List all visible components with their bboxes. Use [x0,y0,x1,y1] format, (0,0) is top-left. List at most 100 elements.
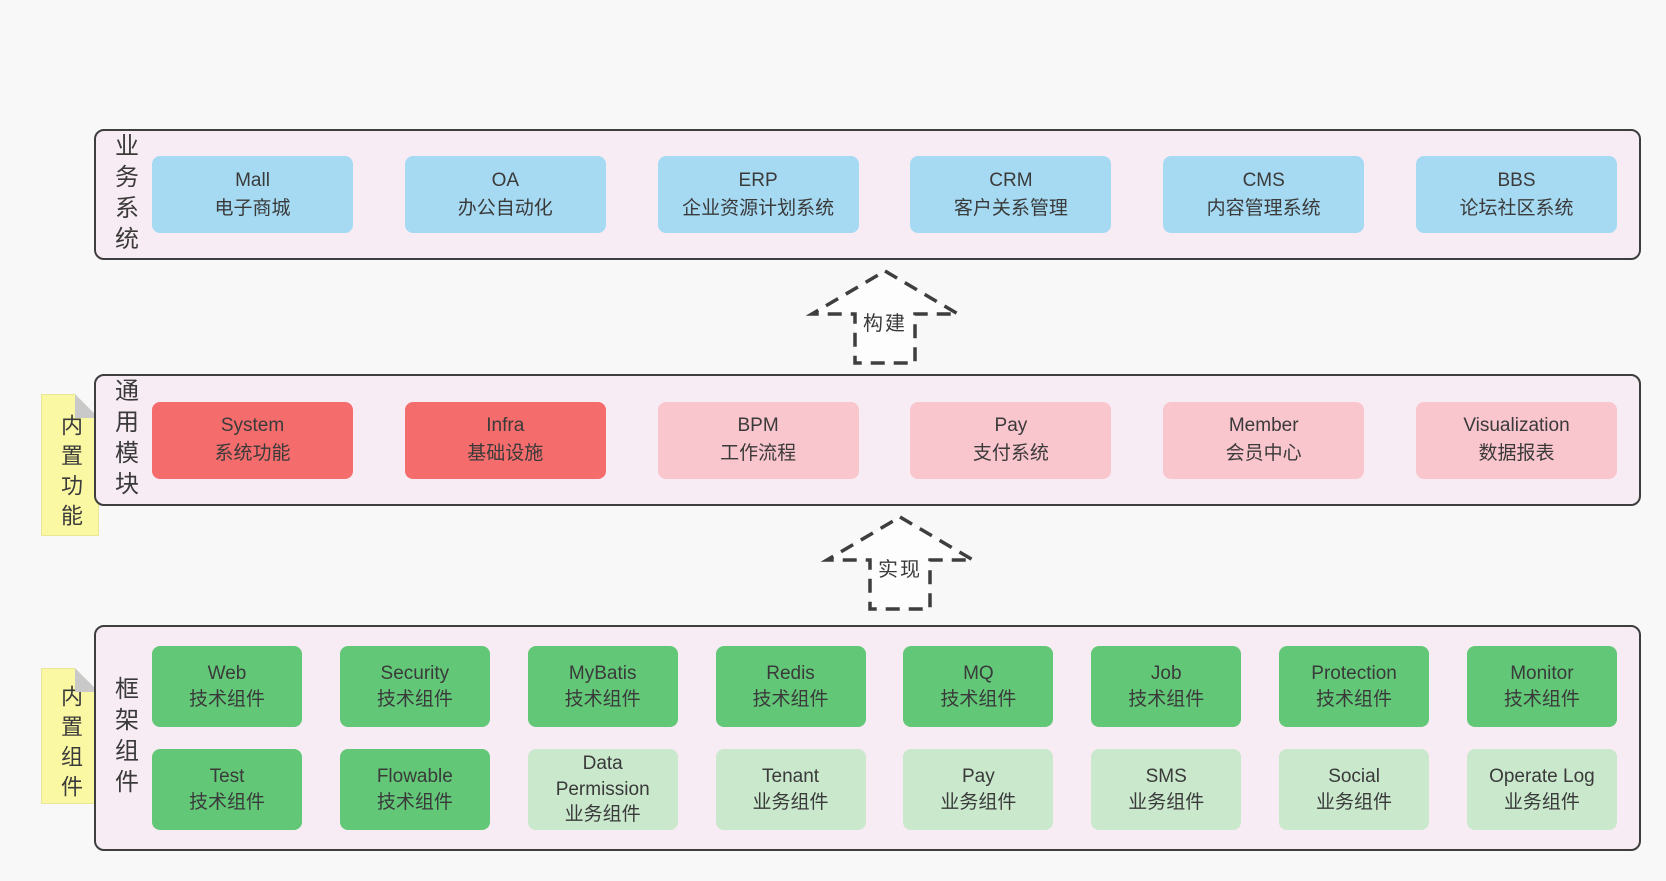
node-bpm: BPM 工作流程 [657,401,859,479]
build-arrow-label: 构建 [860,306,910,337]
node-title: Member [1228,415,1299,437]
node-infra: Infra 基础设施 [404,401,606,479]
node-title: Infra [486,415,525,437]
node-subtitle: 企业资源计划系统 [682,197,835,219]
build-arrow: 构建 [800,266,970,366]
node-title: SMS [1145,765,1187,787]
node-title: Mall [235,169,270,191]
framework-component-rows: Web 技术组件 Security 技术组件 MyBatis 技术组件 Redi… [152,646,1639,830]
node-sms: SMS 业务组件 [1091,749,1242,830]
layer-common-label: 通用模块 [110,378,138,502]
sticky-label: 内置组件 [58,685,83,805]
node-subtitle: 业务组件 [564,804,641,826]
tech-components-row: Web 技术组件 Security 技术组件 MyBatis 技术组件 Redi… [152,646,1617,727]
node-title: Test [209,765,245,787]
node-title: BBS [1497,169,1536,191]
business-boxes: Mall 电子商城 OA 办公自动化 ERP 企业资源计划系统 CRM 客户关系… [152,156,1639,233]
node-title: MQ [963,662,994,684]
node-title: Data Permission [555,753,650,800]
node-erp: ERP 企业资源计划系统 [657,156,859,233]
layer-framework-components: 框架组件 Web 技术组件 Security 技术组件 MyBatis 技术组件… [94,625,1641,851]
node-subtitle: 技术组件 [940,688,1017,710]
node-title: BPM [737,415,779,437]
node-subtitle: 基础设施 [467,443,544,464]
node-bbs: BBS 论坛社区系统 [1415,156,1617,233]
implement-arrow-label: 实现 [875,552,925,583]
sticky-note-built-in-functions: 内置功能 [41,394,99,536]
node-operate-log: Operate Log 业务组件 [1466,749,1617,830]
node-title: Flowable [376,765,453,787]
node-redis: Redis 技术组件 [715,646,866,727]
node-title: CMS [1242,169,1285,191]
node-crm: CRM 客户关系管理 [910,156,1112,233]
node-title: MyBatis [568,662,637,684]
node-pay: Pay 支付系统 [910,401,1112,479]
node-flowable: Flowable 技术组件 [339,749,490,830]
layer-framework-label: 框架组件 [110,676,138,800]
sticky-label: 内置功能 [58,414,83,534]
node-subtitle: 技术组件 [1503,688,1580,710]
node-pay-component: Pay 业务组件 [903,749,1054,830]
node-subtitle: 技术组件 [1128,688,1205,710]
node-social: Social 业务组件 [1279,749,1430,830]
node-subtitle: 技术组件 [188,791,265,813]
common-module-boxes: System 系统功能 Infra 基础设施 BPM 工作流程 Pay 支付系统… [152,401,1639,479]
node-subtitle: 技术组件 [188,688,265,710]
node-subtitle: 电子商城 [214,197,291,219]
node-subtitle: 客户关系管理 [953,197,1068,219]
node-test: Test 技术组件 [152,749,302,830]
node-subtitle: 业务组件 [940,791,1017,813]
node-subtitle: 技术组件 [376,791,453,813]
node-subtitle: 业务组件 [1503,791,1580,813]
layer-business-label: 业务系统 [110,132,138,257]
node-title: Protection [1311,662,1397,684]
biz-components-row: Test 技术组件 Flowable 技术组件 Data Permission … [152,749,1617,830]
node-subtitle: 办公自动化 [457,197,553,219]
node-title: Social [1328,765,1380,787]
layer-common-modules: 通用模块 System 系统功能 Infra 基础设施 BPM 工作流程 Pay… [94,374,1641,506]
node-title: CRM [989,169,1033,191]
layer-business-systems: 业务系统 Mall 电子商城 OA 办公自动化 ERP 企业资源计划系统 CRM… [94,129,1641,260]
node-title: Web [207,662,247,684]
node-subtitle: 技术组件 [752,688,829,710]
node-protection: Protection 技术组件 [1279,646,1430,727]
node-subtitle: 技术组件 [564,688,641,710]
node-system: System 系统功能 [152,401,353,479]
node-mybatis: MyBatis 技术组件 [527,646,678,727]
node-security: Security 技术组件 [339,646,490,727]
node-title: Pay [962,765,995,787]
node-title: Job [1150,662,1182,684]
node-title: ERP [738,169,778,191]
node-title: OA [491,169,520,191]
node-subtitle: 支付系统 [972,443,1049,464]
node-subtitle: 技术组件 [1316,688,1393,710]
node-subtitle: 数据报表 [1478,443,1555,464]
node-title: System [220,415,285,437]
node-tenant: Tenant 业务组件 [715,749,866,830]
node-subtitle: 技术组件 [376,688,453,710]
node-subtitle: 工作流程 [720,443,797,464]
node-title: Visualization [1463,415,1570,437]
node-mq: MQ 技术组件 [903,646,1054,727]
sticky-note-built-in-components: 内置组件 [41,668,99,805]
implement-arrow: 实现 [815,512,985,612]
node-title: Monitor [1510,662,1574,684]
node-mall: Mall 电子商城 [152,156,353,233]
node-subtitle: 业务组件 [752,791,829,813]
node-title: Operate Log [1489,765,1595,787]
node-subtitle: 系统功能 [214,443,291,464]
node-subtitle: 会员中心 [1225,443,1302,464]
node-data-permission: Data Permission 业务组件 [527,749,678,830]
node-web: Web 技术组件 [152,646,302,727]
node-job: Job 技术组件 [1091,646,1242,727]
node-title: Tenant [762,765,820,787]
node-cms: CMS 内容管理系统 [1163,156,1365,233]
node-oa: OA 办公自动化 [404,156,606,233]
node-title: Security [380,662,450,684]
node-visualization: Visualization 数据报表 [1415,401,1617,479]
node-subtitle: 论坛社区系统 [1459,197,1574,219]
node-title: Redis [766,662,815,684]
node-subtitle: 业务组件 [1128,791,1205,813]
node-monitor: Monitor 技术组件 [1466,646,1617,727]
